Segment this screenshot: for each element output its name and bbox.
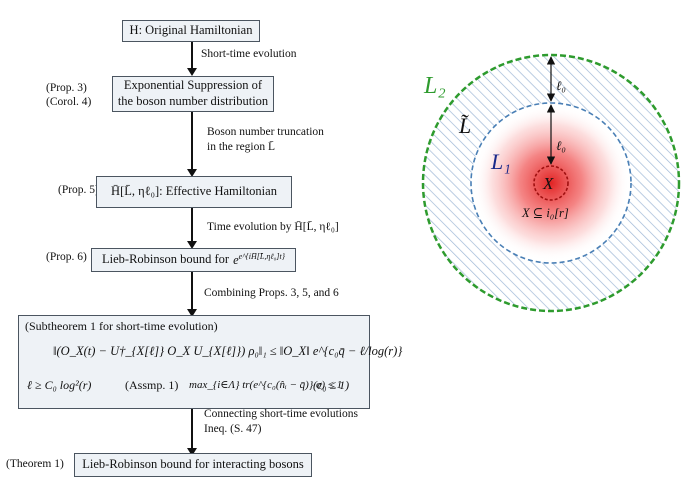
label-L2: L₂: [424, 73, 446, 99]
theorem1-label: (Theorem 1): [6, 458, 64, 470]
arrow-1-label: Short-time evolution: [201, 48, 297, 60]
original-hamiltonian-text: H: Original Hamiltonian: [129, 23, 253, 38]
effective-hamiltonian-text: H̄[L̄, ηℓ₀]: Effective Hamiltonian: [111, 184, 277, 199]
subtheorem-eq2d: (c₀ ≤ 1): [313, 378, 350, 392]
exponential-suppression-box: Exponential Suppression of the boson num…: [112, 76, 274, 112]
arrow-1: [187, 42, 197, 76]
arrow-5-label-line1: Connecting short-time evolutions: [204, 408, 358, 420]
original-hamiltonian-box: H: Original Hamiltonian: [122, 20, 260, 42]
arrow-5: [187, 409, 197, 456]
lr-effective-math: ee^{iH̄[L̄,ηℓ₀]t}: [233, 251, 285, 267]
prop3-label: (Prop. 3): [46, 82, 87, 94]
arrow-3-label: Time evolution by H̄[L̄, ηℓ₀]: [207, 221, 339, 233]
prop6-label: (Prop. 6): [46, 251, 87, 263]
subtheorem-eq2b: (Assmp. 1): [125, 378, 179, 392]
label-Ltilde: L̃: [459, 113, 472, 138]
label-l0-outer: ℓ₀: [556, 78, 566, 93]
arrow-3: [187, 208, 197, 249]
corol4-label: (Corol. 4): [46, 96, 92, 108]
arrow-2: [187, 112, 197, 177]
subtheorem-eq2a: ℓ ≥ C₀ log²(r): [27, 378, 92, 392]
lr-effective-text: Lieb-Robinson bound for: [102, 252, 230, 267]
label-L1: L₁: [491, 149, 511, 174]
label-l0-inner: ℓ₀: [556, 138, 566, 153]
arrow-5-label-line2: Ineq. (S. 47): [204, 423, 262, 435]
lieb-robinson-effective-box: Lieb-Robinson bound for ee^{iH̄[L̄,ηℓ₀]t…: [91, 248, 296, 272]
subtheorem-box: (Subtheorem 1 for short-time evolution) …: [18, 315, 402, 409]
label-X-region: X ⊆ i₀[r]: [522, 206, 569, 220]
lr-bosons-text: Lieb-Robinson bound for interacting boso…: [82, 457, 304, 472]
lieb-robinson-bosons-box: Lieb-Robinson bound for interacting boso…: [74, 453, 312, 477]
lr-exp: e^{iH̄[L̄,ηℓ₀]t}: [238, 251, 285, 261]
region-X: [533, 165, 569, 201]
arrow-2-label-line1: Boson number truncation: [207, 126, 324, 138]
subtheorem-title: (Subtheorem 1 for short-time evolution): [25, 319, 218, 333]
label-X: X: [543, 174, 554, 193]
arrow-4-label: Combining Props. 3, 5, and 6: [204, 287, 339, 299]
subtheorem-eq1: ‖(O_X(t) − U†_{X[ℓ]} O_X U_{X[ℓ]}) ρ₀‖₁ …: [53, 344, 403, 358]
arrow-4: [187, 272, 197, 317]
prop5-label: (Prop. 5): [58, 184, 99, 196]
subtheorem-eq2c: max_{i∈Λ} tr(e^{c₀(n̂ᵢ − q̄)} σ) ≤ 1: [189, 379, 343, 391]
arrow-2-label-line2: in the region L̄: [207, 141, 276, 153]
exp-supp-line2: the boson number distribution: [117, 94, 269, 108]
effective-hamiltonian-box: H̄[L̄, ηℓ₀]: Effective Hamiltonian: [96, 176, 292, 208]
core-glow: [473, 105, 629, 261]
region-figure: [421, 53, 681, 313]
exp-supp-line1: Exponential Suppression of: [123, 78, 263, 93]
